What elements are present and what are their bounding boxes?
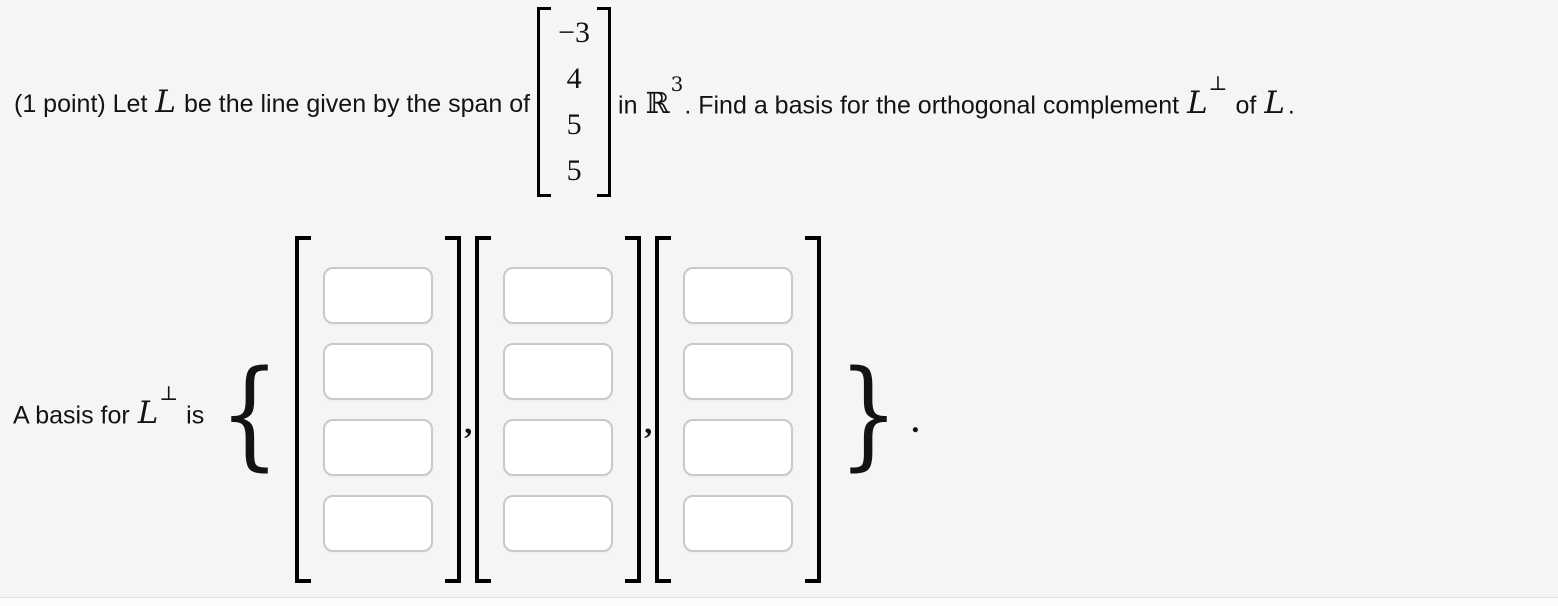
span-vector-matrix: −3 4 5 5 bbox=[537, 7, 611, 197]
statement-period: . bbox=[1287, 91, 1295, 120]
answer-label-prefix: A basis for bbox=[13, 401, 130, 430]
answer-input-m1-r1[interactable] bbox=[323, 266, 434, 324]
separator-comma-1: , bbox=[464, 403, 473, 440]
answer-input-m2-r2[interactable] bbox=[503, 342, 614, 400]
math-L-perp: L⊥ bbox=[1187, 71, 1227, 122]
answer-input-m3-r3[interactable] bbox=[683, 418, 794, 476]
close-brace: } bbox=[838, 344, 899, 482]
math-L-perp-base: L bbox=[1187, 85, 1208, 122]
statement-of: of bbox=[1235, 91, 1257, 120]
statement-middle: be the line given by the span of bbox=[184, 90, 531, 118]
separator-comma-2: , bbox=[644, 403, 653, 440]
answer-label-perp: ⊥ bbox=[159, 380, 179, 405]
vector-entry-1: −3 bbox=[558, 16, 591, 49]
span-vector-column: −3 4 5 5 bbox=[537, 7, 611, 197]
answer-matrix-1-column bbox=[295, 236, 461, 583]
math-L-final: L bbox=[1264, 85, 1285, 122]
r3-symbol: ℝ3 bbox=[645, 72, 684, 121]
vector-entry-2: 4 bbox=[566, 62, 582, 95]
answer-matrix-2-column bbox=[475, 236, 641, 583]
answer-label-L: L bbox=[137, 395, 159, 432]
answer-matrix-3 bbox=[655, 235, 822, 583]
statement-find: . Find a basis for the orthogonal comple… bbox=[684, 91, 1180, 120]
vector-entry-4: 5 bbox=[566, 154, 582, 187]
answer-input-m2-r4[interactable] bbox=[503, 494, 614, 552]
answer-input-m2-r1[interactable] bbox=[503, 266, 614, 324]
answer-input-m2-r3[interactable] bbox=[503, 418, 614, 476]
answer-matrix-3-column bbox=[655, 236, 821, 583]
answer-input-m1-r3[interactable] bbox=[323, 418, 434, 476]
final-period: . bbox=[911, 402, 920, 439]
double-struck-R: ℝ bbox=[645, 86, 670, 121]
answer-matrix-2 bbox=[475, 235, 642, 583]
answer-input-m3-r2[interactable] bbox=[683, 342, 794, 400]
answer-label-is: is bbox=[186, 401, 205, 430]
open-brace: { bbox=[219, 344, 280, 482]
answer-label-L-perp: L⊥ bbox=[137, 381, 178, 432]
answer-input-m1-r4[interactable] bbox=[323, 494, 434, 552]
statement-in: in bbox=[618, 91, 638, 120]
r3-exponent: 3 bbox=[670, 71, 684, 96]
answer-input-m3-r4[interactable] bbox=[683, 494, 794, 552]
perp-superscript: ⊥ bbox=[1208, 70, 1228, 95]
vector-entry-3: 5 bbox=[566, 108, 582, 141]
answer-matrix-1 bbox=[295, 235, 462, 583]
answer-input-m3-r1[interactable] bbox=[683, 266, 794, 324]
math-L: L bbox=[155, 84, 177, 120]
points-label: (1 point) Let bbox=[14, 90, 148, 118]
page-bottom-edge bbox=[0, 597, 1558, 606]
answer-input-m1-r2[interactable] bbox=[323, 342, 434, 400]
